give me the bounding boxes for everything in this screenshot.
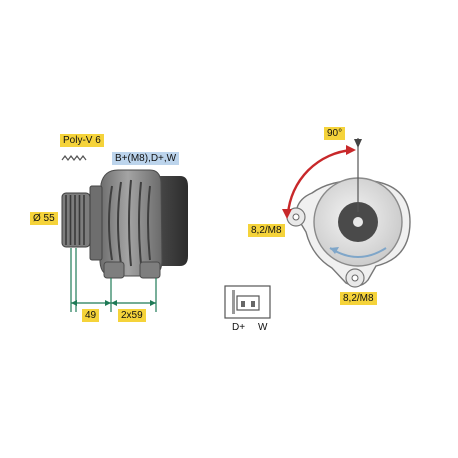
rotation-arc <box>282 145 356 219</box>
alternator-front-view <box>286 177 411 288</box>
plug-terminal-w: W <box>258 322 268 333</box>
dimension-arrowheads <box>71 300 156 306</box>
offset-dimension-label: 49 <box>82 309 100 322</box>
diameter-label: Ø 55 <box>30 212 58 225</box>
connector-plug <box>224 285 271 319</box>
rotation-angle-label: 90° <box>324 127 346 140</box>
plug-terminal-d-plus: D+ <box>232 322 246 333</box>
bottom-mount-label: 8,2/M8 <box>340 292 377 305</box>
spacing-dimension-label: 2x59 <box>118 309 146 322</box>
rotation-direction-icon <box>329 247 387 258</box>
pulley-type-label: Poly-V 6 <box>60 134 104 147</box>
axis-arrowhead <box>354 139 362 148</box>
left-mount-label: 8,2/M8 <box>248 224 285 237</box>
poly-v-belt-icon <box>61 155 87 161</box>
alternator-side-view <box>61 169 188 279</box>
terminals-label: B+(M8),D+,W <box>112 152 180 165</box>
